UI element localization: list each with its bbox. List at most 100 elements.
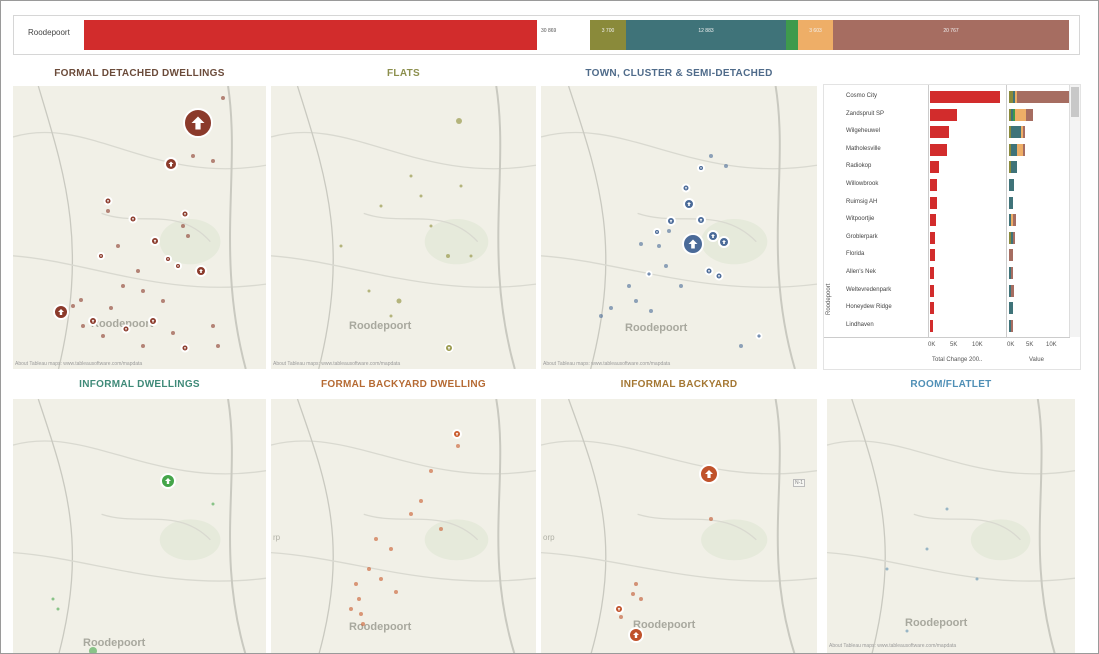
suburb-value-segment[interactable]: [1009, 161, 1011, 174]
map-marker-arrow-icon[interactable]: [174, 262, 182, 270]
map-marker-dot[interactable]: [56, 607, 60, 611]
map-marker-arrow-icon[interactable]: [614, 604, 624, 614]
suburb-label[interactable]: Matholesville: [846, 145, 881, 152]
suburb-label[interactable]: Groblerpark: [846, 233, 878, 240]
suburb-value-segment[interactable]: [1011, 143, 1017, 156]
map-marker-arrow-icon[interactable]: [755, 332, 763, 340]
map-marker-dot[interactable]: [221, 96, 225, 100]
map-marker-dot[interactable]: [945, 507, 949, 511]
map-marker-arrow-icon[interactable]: [88, 316, 98, 326]
map-marker-dot[interactable]: [116, 244, 120, 248]
map-marker-dot[interactable]: [664, 264, 668, 268]
map-marker-dot[interactable]: [885, 567, 889, 571]
suburb-total-bar[interactable]: [930, 249, 935, 262]
suburb-total-bar[interactable]: [930, 126, 949, 139]
map-marker-dot[interactable]: [161, 299, 165, 303]
map-marker-dot[interactable]: [367, 567, 371, 571]
suburb-label[interactable]: Witpoortjie: [846, 216, 875, 223]
suburb-label[interactable]: Wilgeheuwel: [846, 128, 881, 135]
map-marker-dot[interactable]: [396, 298, 402, 304]
map-marker-dot[interactable]: [429, 469, 433, 473]
map-flats[interactable]: Roodepoort About Tableau maps: www.table…: [271, 86, 536, 369]
map-marker-dot[interactable]: [379, 577, 383, 581]
map-marker-arrow-icon[interactable]: [666, 216, 676, 226]
map-marker-dot[interactable]: [905, 629, 909, 633]
suburb-total-bar[interactable]: [930, 267, 934, 279]
map-marker-dot[interactable]: [136, 269, 140, 273]
suburb-value-segment[interactable]: [1015, 108, 1026, 121]
map-marker-arrow-icon[interactable]: [97, 252, 105, 260]
map-marker-dot[interactable]: [634, 582, 638, 586]
map-marker-dot[interactable]: [379, 204, 383, 208]
map-attribution-link[interactable]: About Tableau maps: www.tableausoftware.…: [273, 361, 401, 367]
map-marker-dot[interactable]: [456, 118, 462, 124]
suburb-value-segment[interactable]: [1011, 126, 1021, 139]
map-attribution-link[interactable]: About Tableau maps: www.tableausoftware.…: [15, 361, 143, 367]
map-informal-backyard[interactable]: orp N-1 Roodepoort: [541, 399, 817, 653]
map-formal-backyard[interactable]: rp Roodepoort: [271, 399, 536, 653]
suburb-value-segment[interactable]: [1009, 143, 1011, 156]
map-marker-dot[interactable]: [181, 224, 185, 228]
suburb-value-segment[interactable]: [1009, 267, 1011, 279]
map-marker-dot[interactable]: [639, 597, 643, 601]
map-marker-dot[interactable]: [925, 547, 929, 551]
summary-segment[interactable]: [786, 20, 798, 50]
map-marker-dot[interactable]: [101, 334, 105, 338]
suburb-label[interactable]: Willowbrook: [846, 181, 879, 187]
map-marker-dot[interactable]: [339, 244, 343, 248]
map-marker-arrow-icon[interactable]: [53, 304, 69, 320]
suburb-total-bar[interactable]: [930, 284, 934, 297]
map-marker-arrow-icon[interactable]: [180, 343, 190, 353]
map-marker-arrow-icon[interactable]: [653, 228, 661, 236]
map-informal[interactable]: Roodepoort: [13, 399, 266, 653]
suburb-value-segment[interactable]: [1023, 143, 1025, 156]
map-formal-detached[interactable]: Roodepoort About Tableau maps: www.table…: [13, 86, 266, 369]
map-marker-arrow-icon[interactable]: [160, 473, 176, 489]
suburb-value-segment[interactable]: [1011, 231, 1013, 244]
map-marker-dot[interactable]: [357, 597, 361, 601]
suburb-value-segment[interactable]: [1009, 284, 1011, 297]
suburb-value-segment[interactable]: [1009, 214, 1011, 227]
suburb-label[interactable]: Weltevredenpark: [846, 286, 892, 293]
map-marker-dot[interactable]: [419, 194, 423, 198]
suburb-label[interactable]: Allen's Nek: [846, 269, 876, 275]
suburb-value-segment[interactable]: [1013, 231, 1015, 244]
map-marker-arrow-icon[interactable]: [103, 196, 113, 206]
map-marker-dot[interactable]: [739, 344, 743, 348]
map-marker-dot[interactable]: [619, 615, 623, 619]
suburb-value-segment[interactable]: [1015, 91, 1017, 103]
suburb-value-segment[interactable]: [1009, 249, 1013, 262]
map-marker-arrow-icon[interactable]: [150, 236, 160, 246]
suburb-value-segment[interactable]: [1009, 91, 1013, 103]
map-marker-dot[interactable]: [459, 184, 463, 188]
map-marker-dot[interactable]: [469, 254, 473, 258]
suburb-total-bar[interactable]: [930, 161, 939, 174]
map-marker-dot[interactable]: [374, 537, 378, 541]
map-marker-arrow-icon[interactable]: [148, 316, 158, 326]
map-marker-dot[interactable]: [456, 444, 460, 448]
map-marker-arrow-icon[interactable]: [714, 271, 724, 281]
map-marker-arrow-icon[interactable]: [697, 164, 705, 172]
suburb-value-segment[interactable]: [1011, 161, 1017, 174]
summary-segment[interactable]: [798, 20, 833, 50]
map-marker-dot[interactable]: [639, 242, 643, 246]
map-marker-dot[interactable]: [419, 499, 423, 503]
map-marker-dot[interactable]: [171, 331, 175, 335]
map-marker-arrow-icon[interactable]: [180, 209, 190, 219]
map-marker-dot[interactable]: [409, 174, 413, 178]
suburb-value-segment[interactable]: [1011, 214, 1013, 227]
map-marker-dot[interactable]: [439, 527, 443, 531]
map-marker-arrow-icon[interactable]: [444, 343, 454, 353]
map-marker-dot[interactable]: [109, 306, 113, 310]
map-marker-dot[interactable]: [71, 304, 75, 308]
map-marker-dot[interactable]: [89, 647, 97, 653]
map-marker-dot[interactable]: [389, 547, 393, 551]
map-marker-arrow-icon[interactable]: [452, 429, 462, 439]
summary-main-bar[interactable]: [84, 20, 537, 50]
map-room-flatlet[interactable]: Roodepoort About Tableau maps: www.table…: [827, 399, 1075, 653]
suburb-label[interactable]: Florida: [846, 251, 865, 258]
map-marker-arrow-icon[interactable]: [682, 233, 704, 255]
suburb-total-bar[interactable]: [930, 319, 933, 332]
map-marker-dot[interactable]: [649, 309, 653, 313]
